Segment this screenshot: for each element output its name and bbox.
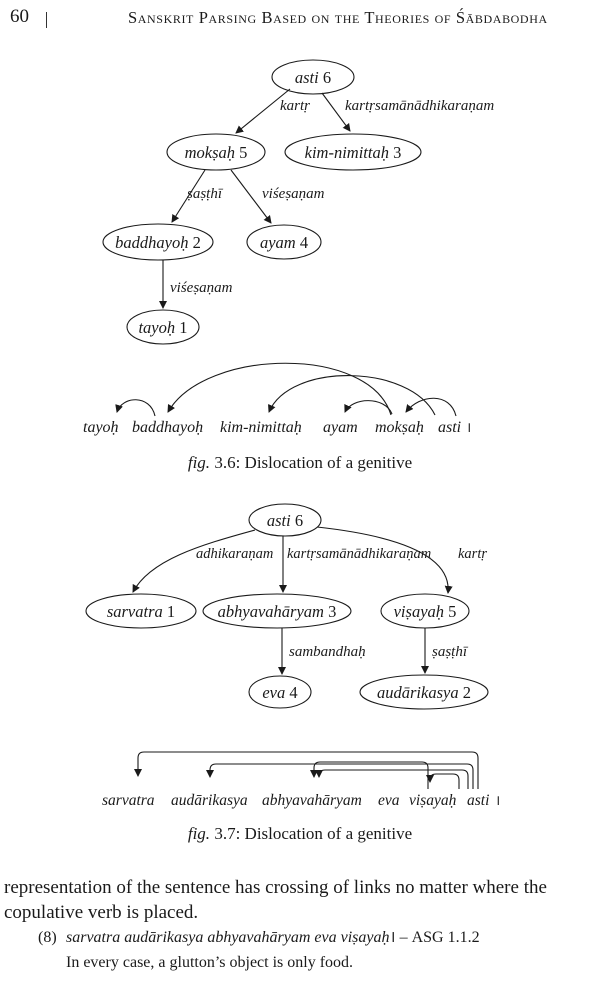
linear-word: asti <box>438 419 461 436</box>
figure-3-7-caption: fig. 3.7: Dislocation of a genitive <box>0 824 600 844</box>
node-ellipse <box>126 309 200 345</box>
example-source: – ASG 1.1.2 <box>395 929 480 946</box>
tree-edge <box>316 526 453 594</box>
caption-label: fig. <box>187 453 211 472</box>
dependency-arc <box>167 362 392 416</box>
danda: । <box>466 421 471 436</box>
node-label: tayoḥ 1 <box>138 318 187 337</box>
tree-edge <box>321 92 351 132</box>
page-number: 60 <box>10 6 29 27</box>
linear-word: audārikasya <box>171 792 248 809</box>
linear-word: baddhayoḥ <box>132 419 203 436</box>
dependency-arc <box>134 751 479 789</box>
dependency-arc <box>115 399 156 417</box>
dependency-arc <box>405 397 457 417</box>
linear-word: viṣayaḥ <box>409 792 457 809</box>
edge-label: adhikaraṇam <box>196 546 273 562</box>
node-label: audārikasya 2 <box>377 683 471 702</box>
tree-edge <box>132 529 256 593</box>
header-divider <box>46 12 47 28</box>
body-paragraph: representation of the sentence has cross… <box>4 877 547 923</box>
caption-text: 3.6: Dislocation of a genitive <box>210 453 413 472</box>
dependency-arc <box>315 769 469 789</box>
figure-3-6-caption: fig. 3.6: Dislocation of a genitive <box>0 453 600 473</box>
node-label: baddhayoḥ 2 <box>115 233 201 252</box>
example-translation: In every case, a glutton’s object is onl… <box>66 954 354 971</box>
node-ellipse <box>271 59 355 95</box>
tree-edge <box>235 88 291 134</box>
caption-text: 3.7: Dislocation of a genitive <box>210 824 413 843</box>
edge-label: ṣaṣṭhī <box>432 644 469 660</box>
figure-3-6: asti 6 mokṣaḥ 5 kim-nimittaḥ 3 baddhayoḥ… <box>83 59 494 436</box>
node-ellipse <box>102 223 214 261</box>
example-line: (8) sarvatra audārikasya abhyavahāryam ev… <box>38 925 598 950</box>
edge-label: sambandhaḥ <box>289 644 366 660</box>
edge-label: viśeṣaṇam <box>262 186 325 202</box>
caption-label: fig. <box>187 824 211 843</box>
node-label: asti 6 <box>267 511 303 530</box>
node-ellipse <box>359 674 489 710</box>
dependency-arc <box>268 375 436 416</box>
tree-edge <box>230 169 272 224</box>
node-label: abhyavahāryam 3 <box>218 602 337 621</box>
linear-word: mokṣaḥ <box>375 419 424 436</box>
node-label: kim-nimittaḥ 3 <box>305 143 402 162</box>
dependency-arc <box>344 400 393 415</box>
edge-label: kartṛ <box>458 546 487 562</box>
node-ellipse <box>85 593 197 629</box>
example-8: (8) sarvatra audārikasya abhyavahāryam ev… <box>38 925 598 975</box>
dependency-arc <box>206 763 474 789</box>
edge-label: kartṛsamānādhikaraṇam <box>287 546 431 562</box>
example-danda: । <box>389 929 396 946</box>
node-ellipse <box>284 133 422 171</box>
node-label: ayam 4 <box>260 233 308 252</box>
node-ellipse <box>248 675 312 709</box>
dependency-arc <box>310 761 429 789</box>
example-sanskrit: sarvatra audārikasya abhyavahāryam eva v… <box>66 929 390 946</box>
node-ellipse <box>202 593 352 629</box>
node-label: asti 6 <box>295 68 331 87</box>
node-label: mokṣaḥ 5 <box>185 143 248 162</box>
example-number: (8) <box>38 929 57 946</box>
dependency-arc <box>426 773 460 789</box>
linear-word: abhyavahāryam <box>262 792 362 809</box>
linear-word: eva <box>378 792 400 809</box>
linear-word: sarvatra <box>102 792 155 809</box>
edge-label: kartṛsamānādhikaraṇam <box>345 98 494 114</box>
linear-word: asti <box>467 792 489 809</box>
linear-word: ayam <box>323 419 358 436</box>
node-ellipse <box>166 133 266 171</box>
page-header: 60 Sanskrit Parsing Based on the Theorie… <box>0 0 600 40</box>
node-label: eva 4 <box>262 683 297 702</box>
node-label: viṣayaḥ 5 <box>394 602 457 621</box>
node-label: sarvatra 1 <box>107 602 175 621</box>
edge-label: ṣaṣṭhī <box>187 186 224 202</box>
linear-word: tayoḥ <box>83 419 119 436</box>
running-head: Sanskrit Parsing Based on the Theories o… <box>128 8 548 27</box>
node-ellipse <box>246 224 322 260</box>
node-ellipse <box>248 503 322 537</box>
edge-label: viśeṣaṇam <box>170 280 233 296</box>
linear-word: kim-nimittaḥ <box>220 419 302 436</box>
edge-label: kartṛ <box>280 98 310 114</box>
danda: । <box>495 794 500 809</box>
figure-3-7: asti 6 sarvatra 1 abhyavahāryam 3 viṣaya… <box>85 503 500 809</box>
tree-edge <box>171 169 206 223</box>
